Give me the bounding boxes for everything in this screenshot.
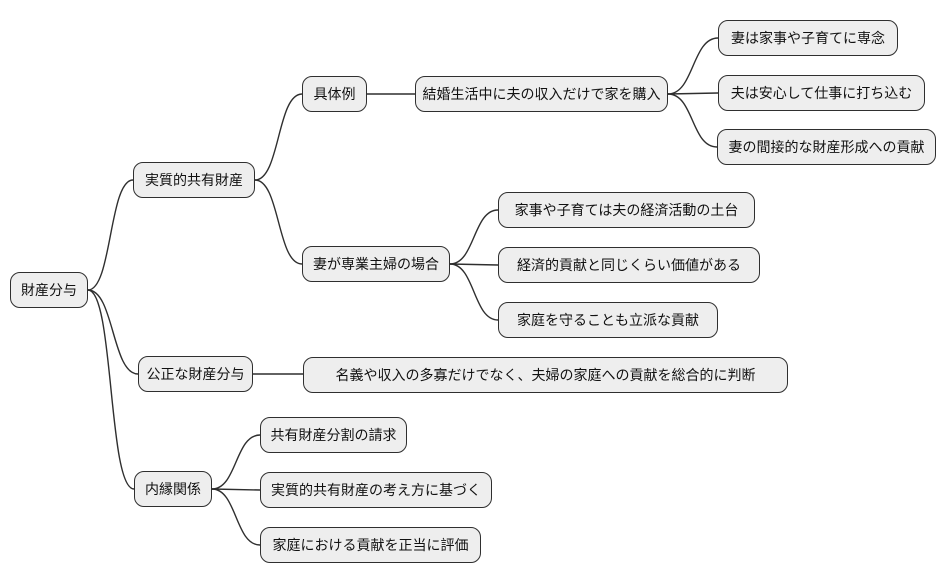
node-otto-shigoto-uchikomu: 夫は安心して仕事に打ち込む	[718, 75, 925, 111]
edge-root-to-naien	[87, 289, 135, 490]
node-zaisan-bunyo: 財産分与	[10, 272, 88, 308]
edge-root-to-jisshitsu	[87, 179, 134, 291]
edge-naien-to-kangaekata	[211, 488, 261, 491]
node-tsuma-kaji-sennen: 妻は家事や子育てに専念	[718, 20, 898, 56]
node-naien-kankei: 内縁関係	[134, 471, 212, 507]
edge-kekkon-to-tsuma-kaji	[667, 37, 719, 95]
node-kosei-zaisan-bunyo: 公正な財産分与	[138, 356, 253, 392]
node-jisshitsuteki-kyoyu-zaisan: 実質的共有財産	[133, 162, 255, 198]
edge-naien-to-hyoka	[211, 488, 261, 546]
node-sogoteki-handan: 名義や収入の多寡だけでなく、夫婦の家庭への貢献を総合的に判断	[303, 357, 788, 393]
node-katei-rippa-kouken: 家庭を守ることも立派な貢献	[498, 302, 718, 338]
node-tsuma-sengyo-shufu: 妻が専業主婦の場合	[302, 246, 450, 282]
edge-sengyo-to-katei-rippa	[449, 263, 499, 321]
edge-kekkon-to-tsuma-kansetsu	[667, 93, 718, 148]
edge-jisshitsu-to-gutairei	[254, 93, 303, 181]
node-kyoyu-bunkatsu-seikyu: 共有財産分割の請求	[260, 417, 407, 453]
edge-jisshitsu-to-sengyo	[254, 179, 303, 265]
node-gutairei: 具体例	[302, 76, 367, 112]
edge-sengyo-to-kaji-dodai	[449, 209, 499, 265]
node-kekkon-seikatsu-kounyu: 結婚生活中に夫の収入だけで家を購入	[415, 76, 668, 112]
edge-kekkon-to-otto-shigoto	[667, 92, 719, 95]
node-keizai-kouken-kachi: 経済的貢献と同じくらい価値がある	[498, 247, 760, 283]
node-kaji-keizai-dodai: 家事や子育ては夫の経済活動の土台	[498, 192, 755, 228]
node-tsuma-kansetsu-kouken: 妻の間接的な財産形成への貢献	[717, 129, 936, 165]
edge-sengyo-to-keizai-kachi	[449, 263, 499, 266]
node-katei-kouken-hyoka: 家庭における貢献を正当に評価	[260, 527, 481, 563]
edge-naien-to-seikyu	[211, 434, 261, 490]
node-jisshitsu-kangaekata: 実質的共有財産の考え方に基づく	[260, 472, 492, 508]
edge-root-to-kosei	[87, 289, 139, 375]
